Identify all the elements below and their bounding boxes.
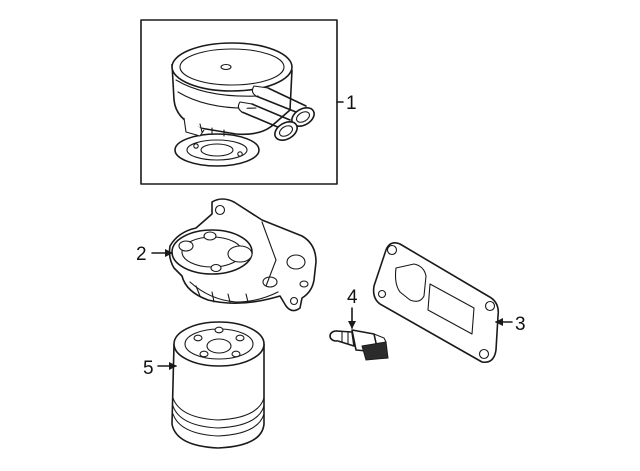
callout-leaders <box>151 101 513 370</box>
oil-filter-housing <box>168 198 317 312</box>
oil-cooler-group <box>140 19 338 185</box>
oil-filter <box>171 321 265 449</box>
callout-5: 5 <box>143 358 154 379</box>
callout-3: 3 <box>515 314 526 335</box>
oil-cooler-pipes <box>237 85 315 141</box>
oil-cooler-gasket <box>174 133 260 167</box>
callout-1: 1 <box>346 93 357 114</box>
oil-cooler-body <box>171 42 293 137</box>
callout-2: 2 <box>136 244 147 265</box>
callout-4: 4 <box>347 287 358 308</box>
oil-pressure-sensor <box>329 329 389 361</box>
housing-gasket <box>372 242 500 364</box>
